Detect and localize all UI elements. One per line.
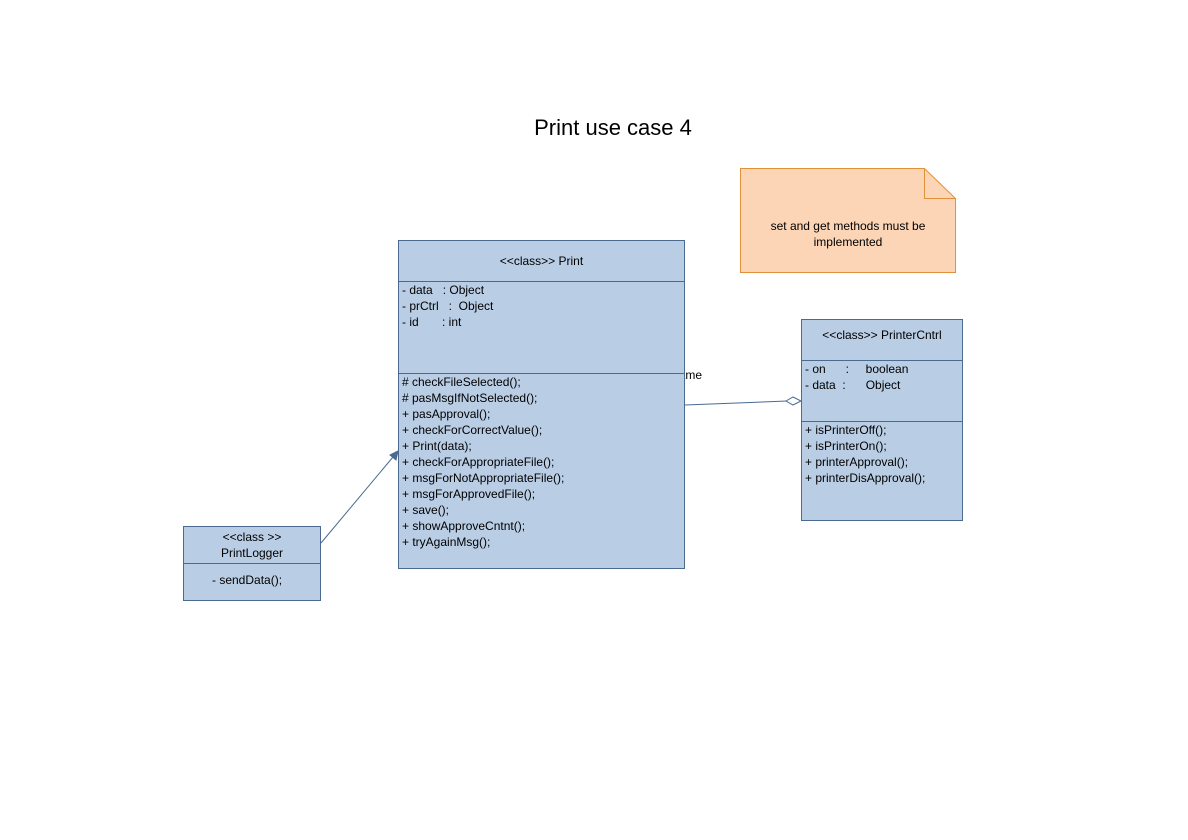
class-print-operations: # checkFileSelected(); # pasMsgIfNotSele… xyxy=(399,374,684,550)
operation: + pasApproval(); xyxy=(402,407,491,421)
operation: + checkForAppropriateFile(); xyxy=(402,455,555,469)
class-printlogger-stereotype: <<class >> xyxy=(222,530,282,544)
class-print-attributes: - data : Object - prCtrl : Object - id :… xyxy=(399,282,684,374)
class-printercntrl-attributes: - on : boolean - data : Object xyxy=(802,361,962,422)
note-line: implemented xyxy=(813,235,883,249)
logger-to-print-arrowhead xyxy=(389,450,399,461)
class-printlogger-operations: - sendData(); xyxy=(184,564,320,588)
attribute: - data : Object xyxy=(805,378,901,392)
note-text: set and get methods must be implemented xyxy=(748,218,948,250)
note-shape xyxy=(740,168,956,273)
operation: # pasMsgIfNotSelected(); xyxy=(402,391,538,405)
attribute: - prCtrl : Object xyxy=(402,299,494,313)
class-printercntrl-header: <<class>> PrinterCntrl xyxy=(802,320,962,361)
class-print-header: <<class>> Print xyxy=(399,241,684,282)
operation: + printerApproval(); xyxy=(805,455,909,469)
operation: + save(); xyxy=(402,503,450,517)
class-print[interactable]: <<class>> Print - data : Object - prCtrl… xyxy=(398,240,685,569)
diagram-title: Print use case 4 xyxy=(534,115,692,140)
operation: + Print(data); xyxy=(402,439,472,453)
logger-to-print-line[interactable] xyxy=(320,456,394,544)
class-printercntrl-operations: + isPrinterOff(); + isPrinterOn(); + pri… xyxy=(802,422,962,486)
class-printlogger[interactable]: <<class >> PrintLogger - sendData(); xyxy=(183,526,321,601)
operation: + checkForCorrectValue(); xyxy=(402,423,543,437)
attribute: - id : int xyxy=(402,315,462,329)
operation: + printerDisApproval(); xyxy=(805,471,926,485)
attribute: - data : Object xyxy=(402,283,485,297)
print-to-printercntrl-line[interactable] xyxy=(684,400,788,406)
operation: + msgForNotAppropriateFile(); xyxy=(402,471,565,485)
class-printlogger-name: PrintLogger xyxy=(220,546,284,560)
operation: + tryAgainMsg(); xyxy=(402,535,491,549)
class-printlogger-header: <<class >> PrintLogger xyxy=(184,527,320,564)
operation: + showApproveCntnt(); xyxy=(402,519,526,533)
operation: + msgForApprovedFile(); xyxy=(402,487,536,501)
aggregation-diamond xyxy=(784,396,803,406)
operation: - sendData(); xyxy=(212,573,283,587)
operation: + isPrinterOff(); xyxy=(805,423,887,437)
operation: + isPrinterOn(); xyxy=(805,439,887,453)
attribute: - on : boolean xyxy=(805,362,909,376)
class-printercntrl[interactable]: <<class>> PrinterCntrl - on : boolean - … xyxy=(801,319,963,521)
operation: # checkFileSelected(); xyxy=(402,375,521,389)
note[interactable]: set and get methods must be implemented xyxy=(740,168,956,273)
note-line: set and get methods must be xyxy=(770,219,926,233)
